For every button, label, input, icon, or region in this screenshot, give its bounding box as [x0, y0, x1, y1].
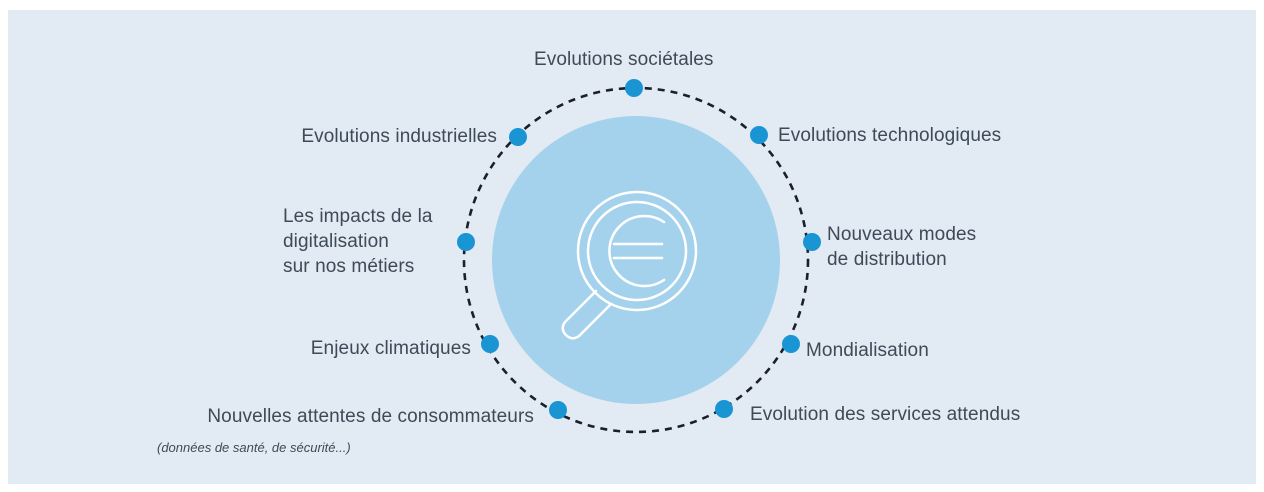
- node-bottom-right: [715, 400, 733, 418]
- label-line: digitalisation: [283, 231, 389, 252]
- label-line: Les impacts de la: [283, 206, 433, 227]
- label-evolutions-technologiques: Evolutions technologiques: [778, 125, 1002, 146]
- center-circle: [492, 116, 780, 404]
- label-line: Nouveaux modes: [827, 224, 977, 245]
- label-mondialisation: Mondialisation: [806, 340, 929, 361]
- node-left-lower: [481, 335, 499, 353]
- label-nouvelles-attentes-consommateurs: Nouvelles attentes de consommateurs: [207, 406, 534, 427]
- label-evolutions-societales: Evolutions sociétales: [534, 49, 714, 70]
- ring-nodes: [457, 79, 821, 419]
- node-left-upper: [457, 233, 475, 251]
- node-bottom-left: [549, 401, 567, 419]
- node-right-upper: [803, 233, 821, 251]
- label-line: sur nos métiers: [283, 256, 415, 277]
- label-note-donnees-sante: (données de santé, de sécurité...): [157, 440, 351, 455]
- label-nouveaux-modes-distribution: Nouveaux modes de distribution: [827, 222, 976, 272]
- label-evolutions-industrielles: Evolutions industrielles: [301, 126, 497, 147]
- node-top-left: [509, 128, 527, 146]
- label-line: de distribution: [827, 249, 947, 270]
- label-impacts-digitalisation: Les impacts de la digitalisation sur nos…: [283, 204, 433, 279]
- node-top: [625, 79, 643, 97]
- label-evolution-services-attendus: Evolution des services attendus: [750, 404, 1021, 425]
- magnifier-euro-icon: [561, 190, 698, 340]
- node-top-right: [750, 126, 768, 144]
- node-right-lower: [782, 335, 800, 353]
- label-enjeux-climatiques: Enjeux climatiques: [310, 338, 471, 359]
